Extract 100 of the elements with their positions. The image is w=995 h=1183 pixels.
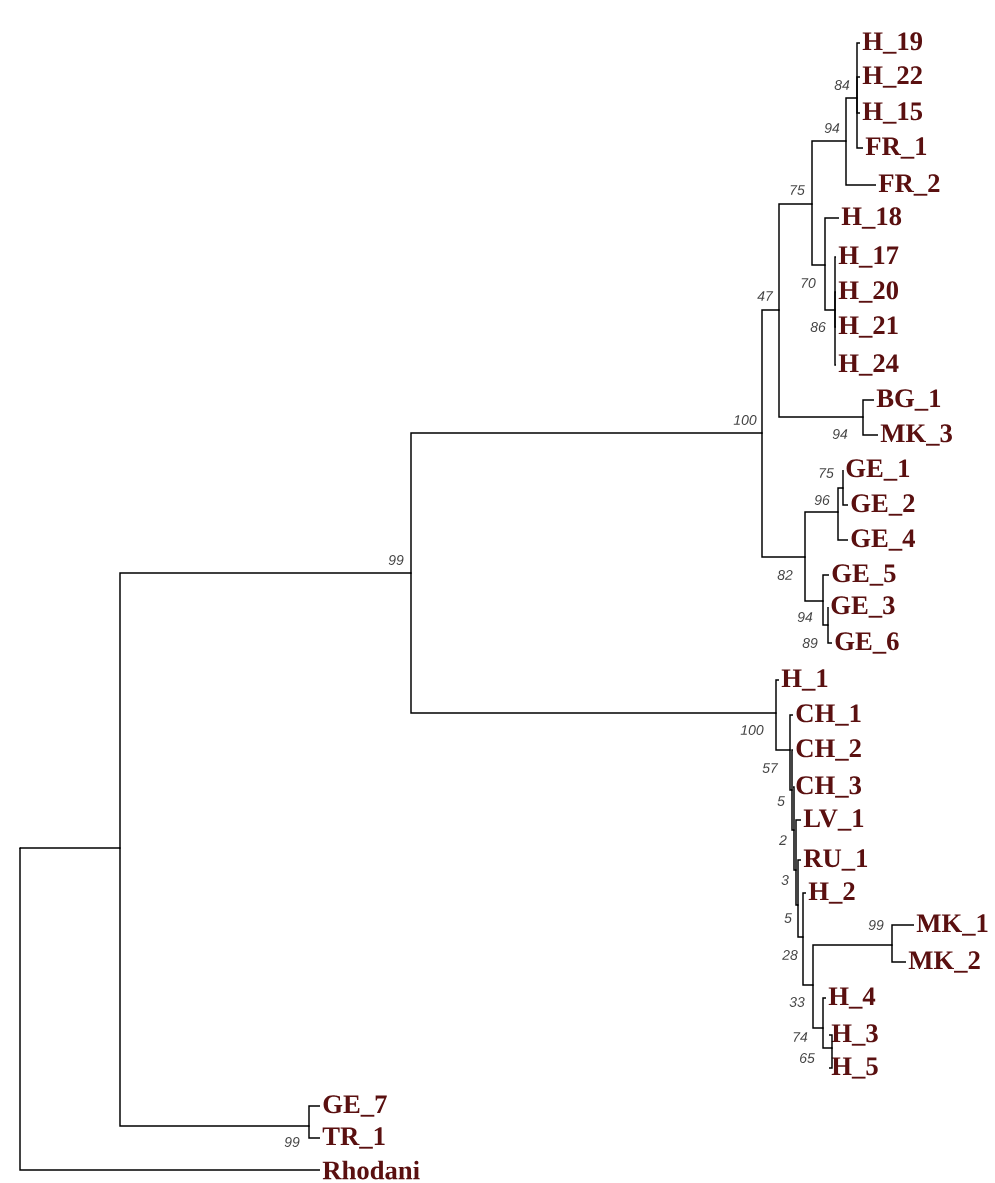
taxon-label: H_15 (862, 102, 923, 124)
taxon-label: H_20 (838, 281, 898, 303)
taxon-label: H_17 (838, 246, 899, 268)
tree-branch (19, 847, 121, 849)
bootstrap-value: 57 (762, 763, 779, 773)
taxon-label: CH_2 (796, 739, 861, 761)
bootstrap-value: 94 (832, 429, 848, 439)
tree-branch (822, 574, 830, 602)
tree-branch (811, 203, 826, 266)
bootstrap-value: 99 (868, 920, 884, 930)
taxon-label: GE_3 (831, 596, 895, 618)
tree-branch (775, 712, 791, 751)
taxon-label: BG_1 (876, 389, 941, 411)
taxon-label: H_18 (841, 207, 902, 229)
bootstrap-value: 65 (800, 1053, 815, 1063)
taxon-label: MK_1 (916, 914, 988, 936)
taxon-label: GE_7 (323, 1095, 387, 1117)
bootstrap-value: 5 (784, 913, 792, 923)
tree-branch (856, 97, 864, 149)
tree-branch (119, 847, 310, 1127)
taxon-label: CH_3 (796, 776, 861, 798)
bootstrap-value: 99 (284, 1137, 300, 1147)
taxon-label: H_5 (831, 1057, 878, 1079)
taxon-label: LV_1 (803, 809, 864, 831)
taxon-label: MK_3 (880, 424, 952, 446)
taxon-label: H_19 (862, 32, 923, 54)
tree-branch (797, 859, 802, 906)
tree-branch (862, 399, 875, 418)
bootstrap-value: 100 (740, 725, 764, 735)
bootstrap-value: 89 (802, 638, 818, 648)
bootstrap-value: 75 (819, 468, 834, 478)
taxon-label: FR_1 (865, 137, 927, 159)
tree-branch (845, 140, 877, 186)
tree-branch (824, 217, 840, 266)
bootstrap-value: 86 (810, 322, 826, 332)
tree-branch (791, 789, 795, 831)
tree-branch (811, 140, 847, 205)
tree-branch (792, 786, 795, 831)
bootstrap-value: 74 (793, 1032, 808, 1042)
tree-branch (828, 1047, 833, 1069)
taxon-label: Rhodani (322, 1160, 420, 1180)
taxon-label: MK_2 (908, 951, 980, 973)
bootstrap-value: 94 (797, 612, 813, 622)
taxon-label: H_22 (862, 66, 922, 88)
tree-branch (410, 432, 763, 574)
bootstrap-value: 94 (824, 123, 840, 133)
taxon-label: CH_1 (796, 704, 861, 726)
tree-branch (824, 264, 836, 311)
taxon-label: GE_4 (851, 529, 915, 551)
tree-branch (856, 76, 861, 99)
tree-branch (775, 679, 780, 714)
tree-branch (778, 203, 813, 311)
tree-branch (119, 572, 412, 849)
tree-branch (822, 1027, 833, 1049)
tree-branch (842, 487, 849, 506)
tree-branch (812, 984, 824, 1029)
taxon-label: GE_1 (846, 459, 910, 481)
taxon-label: TR_1 (322, 1127, 385, 1149)
bootstrap-value: 33 (789, 997, 805, 1007)
tree-branch (797, 904, 804, 938)
bootstrap-value: 47 (757, 291, 774, 301)
tree-branch (761, 309, 780, 434)
tree-branch (812, 944, 893, 986)
tree-branch (308, 1125, 321, 1139)
tree-branch (837, 487, 844, 513)
tree-branch (410, 572, 777, 714)
tree-branch (837, 511, 849, 541)
taxon-label: FR_2 (878, 174, 940, 196)
tree-branch (845, 97, 858, 142)
bootstrap-value: 3 (781, 875, 789, 885)
taxon-label: GE_5 (832, 564, 896, 586)
tree-branch (308, 1105, 321, 1127)
tree-branch (789, 714, 794, 751)
bootstrap-value: 5 (777, 796, 785, 806)
taxon-label: GE_2 (851, 494, 915, 516)
tree-branch (795, 819, 802, 871)
bootstrap-value: 99 (388, 555, 404, 565)
tree-branch (827, 624, 833, 644)
bootstrap-value: 70 (801, 278, 816, 288)
taxon-label: H_4 (828, 987, 876, 1009)
bootstrap-value: 82 (777, 570, 793, 580)
tree-branch (19, 847, 321, 1171)
tree-branch (862, 416, 879, 436)
tree-branch (802, 936, 814, 986)
tree-branch (793, 829, 797, 871)
tree-branch (828, 1034, 833, 1049)
tree-branch (804, 511, 839, 558)
tree-branch (778, 309, 864, 418)
taxon-label: H_24 (838, 354, 899, 376)
bootstrap-value: 75 (790, 185, 805, 195)
tree-branch (795, 869, 799, 906)
bootstrap-value: 100 (733, 415, 757, 425)
tree-branch (822, 997, 827, 1029)
taxon-label: H_2 (808, 882, 855, 904)
taxon-label: H_1 (781, 669, 828, 691)
bootstrap-value: 2 (779, 835, 787, 845)
taxon-label: GE_6 (835, 632, 899, 654)
tree-branch (842, 469, 844, 489)
taxon-label: H_21 (838, 316, 898, 338)
bootstrap-value: 84 (834, 80, 850, 90)
